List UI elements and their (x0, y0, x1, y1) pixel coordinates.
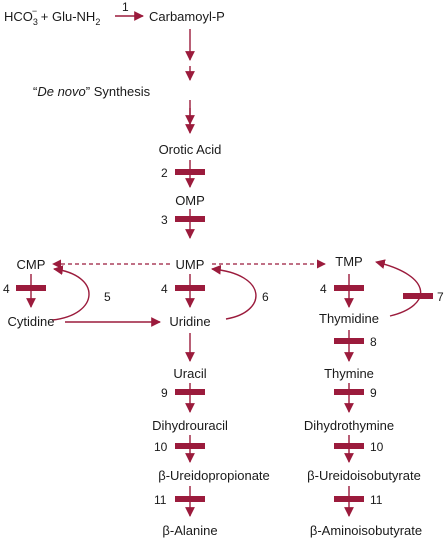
node-labels: HCO3− + Glu-NH2 Carbamoyl-P “De novo” Sy… (4, 6, 422, 538)
step-number-9-thymine: 9 (370, 386, 377, 400)
step-number-7: 7 (437, 290, 444, 304)
enzyme-bar-4-ump (175, 285, 205, 291)
node-cytidine: Cytidine (8, 314, 55, 329)
node-aminoisobutyrate: β-Aminoisobutyrate (310, 523, 422, 538)
enzyme-bar-3 (175, 216, 205, 222)
enzyme-bar-9-uracil (175, 389, 205, 395)
enzyme-bar-4-tmp (334, 285, 364, 291)
arrow-step-5-loop (51, 265, 90, 321)
node-de-novo-synthesis: “De novo” Synthesis (33, 84, 151, 99)
node-thymine: Thymine (324, 366, 374, 381)
node-beta-alanine: β-Alanine (162, 523, 217, 538)
arrow-step-7-loop (375, 259, 422, 317)
enzyme-bar-8 (334, 338, 364, 344)
step-number-10-thymine: 10 (370, 440, 384, 454)
node-uracil: Uracil (173, 366, 206, 381)
enzyme-bar-11-thymine (334, 496, 364, 502)
step-number-8: 8 (370, 335, 377, 349)
step-number-1: 1 (122, 0, 129, 14)
enzyme-bar-9-thymine (334, 389, 364, 395)
arrow-step-6-loop (211, 264, 257, 320)
enzyme-bar-4-cmp (16, 285, 46, 291)
node-uridine: Uridine (169, 314, 210, 329)
node-ureidopropionate: β-Ureidopropionate (158, 468, 270, 483)
step-number-5: 5 (104, 290, 111, 304)
node-cmp: CMP (17, 257, 46, 272)
step-number-10-uracil: 10 (154, 440, 168, 454)
enzyme-bar-10-thymine (334, 443, 364, 449)
node-carbamoyl-p: Carbamoyl-P (149, 9, 225, 24)
node-omp: OMP (175, 193, 205, 208)
step-number-11-thymine: 11 (370, 493, 383, 507)
enzyme-bar-11-uracil (175, 496, 205, 502)
step-numbers: 1 2 3 4 4 4 5 6 7 8 9 9 10 10 11 11 (3, 0, 444, 507)
step-number-4-cmp: 4 (3, 282, 10, 296)
node-tmp: TMP (335, 254, 362, 269)
node-dihydrouracil: Dihydrouracil (152, 418, 228, 433)
connectors (16, 11, 433, 517)
step-number-6: 6 (262, 290, 269, 304)
enzyme-bar-10-uracil (175, 443, 205, 449)
node-orotic-acid: Orotic Acid (159, 142, 222, 157)
step-number-4-ump: 4 (161, 282, 168, 296)
enzyme-bar-7 (403, 293, 433, 299)
node-thymidine: Thymidine (319, 311, 379, 326)
node-ureidoisobutyrate: β-Ureidoisobutyrate (307, 468, 421, 483)
node-dihydrothymine: Dihydrothymine (304, 418, 394, 433)
step-number-4-tmp: 4 (320, 282, 327, 296)
step-number-11-uracil: 11 (154, 493, 167, 507)
step-number-3: 3 (161, 213, 168, 227)
step-number-2: 2 (161, 166, 168, 180)
node-ump: UMP (176, 257, 205, 272)
enzyme-bar-2 (175, 169, 205, 175)
node-hco3-glu: HCO3− + Glu-NH2 (4, 6, 100, 27)
step-number-9-uracil: 9 (161, 386, 168, 400)
